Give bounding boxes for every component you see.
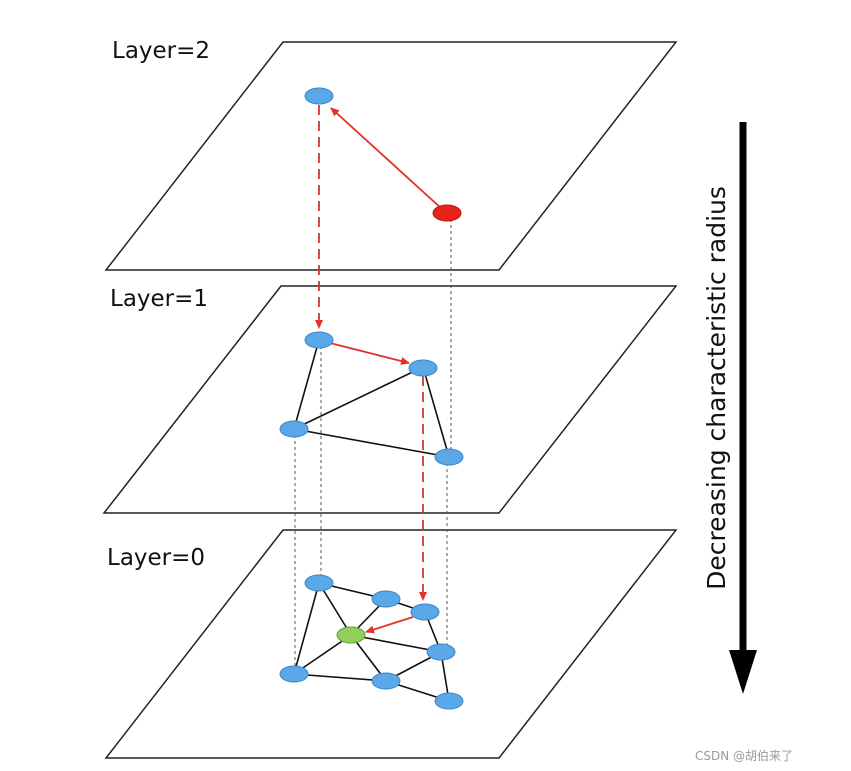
layer-2-label: Layer=2 bbox=[112, 38, 210, 64]
graph-node bbox=[371, 672, 401, 690]
graph-edge bbox=[293, 673, 387, 682]
graph-edge bbox=[350, 634, 442, 653]
projection-lines bbox=[294, 213, 452, 674]
layer-1-plane bbox=[102, 285, 678, 514]
graph-node bbox=[426, 643, 456, 661]
graph-node bbox=[434, 692, 464, 710]
graph-edge bbox=[293, 366, 424, 430]
graph-node bbox=[434, 448, 464, 466]
search-arrow bbox=[330, 107, 443, 210]
graph-node bbox=[371, 590, 401, 608]
graph-node bbox=[410, 603, 440, 621]
search-arrow bbox=[365, 616, 414, 634]
graph-node bbox=[408, 359, 438, 377]
graph-edge bbox=[293, 428, 450, 458]
layer-1-label: Layer=1 bbox=[110, 286, 208, 312]
layer-0-plane bbox=[104, 529, 678, 759]
graph-node bbox=[304, 87, 334, 105]
graph-edge bbox=[293, 582, 320, 675]
graph-edge bbox=[422, 366, 450, 458]
arrow-head-icon bbox=[729, 650, 757, 694]
graph-node bbox=[304, 331, 334, 349]
layer-0-label: Layer=0 bbox=[107, 545, 205, 571]
graph-node bbox=[279, 665, 309, 683]
graph-edge bbox=[293, 339, 320, 430]
decreasing-radius-label: Decreasing characteristic radius bbox=[702, 186, 731, 590]
target-node bbox=[336, 626, 366, 644]
layer-2-plane bbox=[104, 41, 678, 271]
search-arrow bbox=[329, 342, 410, 365]
entry-node bbox=[432, 204, 462, 222]
layer-1-edges bbox=[293, 339, 450, 458]
search-path bbox=[315, 105, 443, 634]
layer-0-edges bbox=[293, 582, 450, 702]
graph-node bbox=[304, 574, 334, 592]
graph-edge bbox=[318, 582, 352, 636]
graph-edge bbox=[293, 634, 352, 675]
watermark: CSDN @胡伯来了 bbox=[695, 748, 793, 763]
graph-node bbox=[279, 420, 309, 438]
decreasing-radius-arrow bbox=[729, 122, 757, 694]
